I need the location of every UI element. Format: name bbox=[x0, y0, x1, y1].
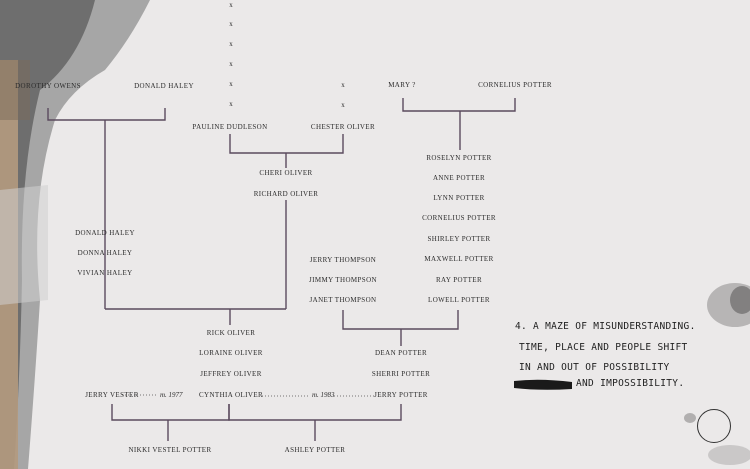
person-donna-haley[interactable]: DONNA HALEY bbox=[77, 249, 133, 257]
note-line-1: 4. A MAZE OF MISUNDERSTANDING. bbox=[515, 321, 696, 332]
person-sherri-potter[interactable]: SHERRI POTTER bbox=[371, 370, 431, 378]
person-loraine-oliver[interactable]: LORAINE OLIVER bbox=[199, 349, 263, 357]
x-mark: x bbox=[229, 40, 233, 48]
person-jerry-thompson[interactable]: JERRY THOMPSON bbox=[309, 256, 377, 264]
x-mark: x bbox=[341, 81, 345, 89]
x-mark: x bbox=[229, 100, 233, 108]
person-janet-thompson[interactable]: JANET THOMPSON bbox=[309, 296, 377, 304]
person-jerry-vester[interactable]: JERRY VESTER bbox=[85, 391, 139, 399]
person-ashley-potter[interactable]: ASHLEY POTTER bbox=[284, 446, 346, 454]
person-nikki-vestel-potter[interactable]: NIKKI VESTEL POTTER bbox=[128, 446, 212, 454]
person-maxwell-potter[interactable]: MAXWELL POTTER bbox=[424, 255, 494, 263]
person-rick-oliver[interactable]: RICK OLIVER bbox=[206, 329, 256, 337]
person-vivian-haley[interactable]: VIVIAN HALEY bbox=[77, 269, 133, 277]
person-cheri-oliver[interactable]: CHERI OLIVER bbox=[259, 169, 313, 177]
tree-lines bbox=[47, 98, 516, 441]
person-donald-haley-jr[interactable]: DONALD HALEY bbox=[75, 229, 135, 237]
note-line-2: TIME, PLACE AND PEOPLE SHIFT bbox=[519, 342, 688, 353]
person-lynn-potter[interactable]: LYNN POTTER bbox=[433, 194, 485, 202]
person-shirley-potter[interactable]: SHIRLEY POTTER bbox=[427, 235, 491, 243]
x-mark: x bbox=[229, 1, 233, 9]
person-chester-oliver[interactable]: CHESTER OLIVER bbox=[310, 123, 376, 131]
person-lowell-potter[interactable]: LOWELL POTTER bbox=[428, 296, 490, 304]
person-donald-haley[interactable]: DONALD HALEY bbox=[134, 82, 194, 90]
person-jimmy-thompson[interactable]: JIMMY THOMPSON bbox=[308, 276, 378, 284]
x-mark: x bbox=[229, 20, 233, 28]
person-dean-potter[interactable]: DEAN POTTER bbox=[374, 349, 428, 357]
x-mark: x bbox=[229, 80, 233, 88]
note-line-4: AND IMPOSSIBILITY. bbox=[576, 378, 685, 389]
person-jerry-potter[interactable]: JERRY POTTER bbox=[374, 391, 428, 399]
person-cornelius-potter[interactable]: CORNELIUS POTTER bbox=[478, 81, 552, 89]
person-anne-potter[interactable]: ANNE POTTER bbox=[432, 174, 486, 182]
person-roselyn-potter[interactable]: ROSELYN POTTER bbox=[426, 154, 492, 162]
person-cynthia-oliver[interactable]: CYNTHIA OLIVER bbox=[198, 391, 264, 399]
x-mark: x bbox=[341, 101, 345, 109]
marriage-1977: m. 1977 bbox=[160, 391, 183, 399]
person-dorothy-owens[interactable]: DOROTHY OWENS bbox=[15, 82, 81, 90]
note-line-3: IN AND OUT OF POSSIBILITY bbox=[519, 362, 670, 373]
person-mary[interactable]: MARY ? bbox=[388, 81, 416, 89]
person-richard-oliver[interactable]: RICHARD OLIVER bbox=[253, 190, 319, 198]
person-jeffrey-oliver[interactable]: JEFFREY OLIVER bbox=[200, 370, 262, 378]
marriage-1983: m. 1983 bbox=[312, 391, 335, 399]
circle-button[interactable] bbox=[697, 409, 731, 443]
person-cornelius-potter-jr[interactable]: CORNELIUS POTTER bbox=[422, 214, 496, 222]
person-ray-potter[interactable]: RAY POTTER bbox=[435, 276, 483, 284]
redaction-scribble bbox=[514, 379, 572, 390]
person-pauline-dudleson[interactable]: PAULINE DUDLESON bbox=[192, 123, 268, 131]
x-mark: x bbox=[229, 60, 233, 68]
